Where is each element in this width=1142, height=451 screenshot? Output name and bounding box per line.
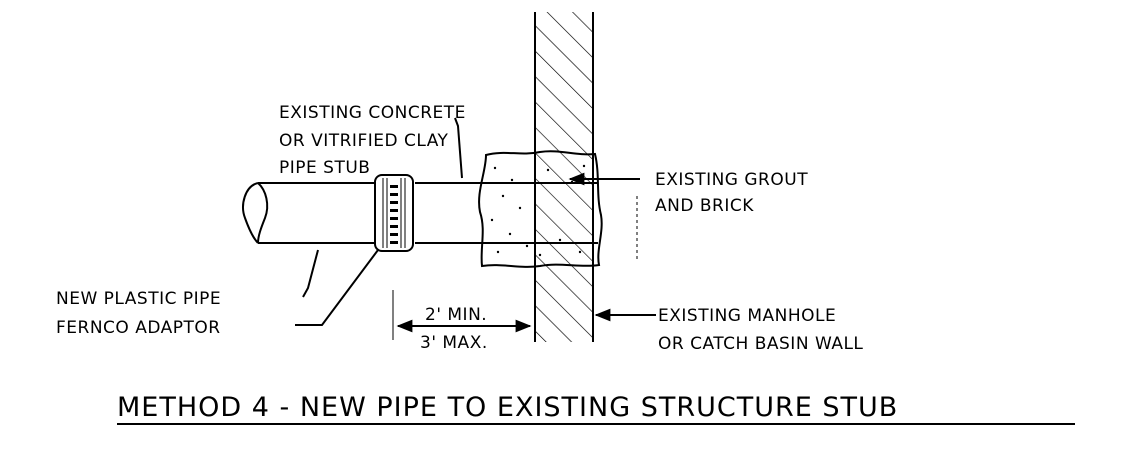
dimension-2-3-ft — [392, 290, 532, 340]
manhole-wall — [534, 12, 594, 342]
label-adaptor: FERNCO ADAPTOR — [56, 318, 221, 338]
label-new-pipe: NEW PLASTIC PIPE — [56, 289, 221, 309]
pipe-stub-leader — [454, 117, 463, 179]
grout-speckle — [490, 164, 586, 257]
label-grout-line2: AND BRICK — [655, 196, 754, 216]
label-manhole-line2: OR CATCH BASIN WALL — [658, 334, 863, 354]
new-plastic-pipe — [242, 182, 375, 244]
new-pipe-leader — [302, 249, 319, 298]
existing-pipe-stub — [415, 182, 598, 244]
label-max-dim: 3' MAX. — [420, 333, 488, 353]
diagram-title: METHOD 4 - NEW PIPE TO EXISTING STRUCTUR… — [117, 392, 898, 423]
label-manhole-line1: EXISTING MANHOLE — [658, 306, 836, 326]
adaptor-leader — [295, 249, 379, 326]
label-min-dim: 2' MIN. — [425, 305, 487, 325]
label-pipe-stub-line2: OR VITRIFIED CLAY — [279, 131, 449, 151]
label-pipe-stub-line1: EXISTING CONCRETE — [279, 103, 466, 123]
label-grout-line1: EXISTING GROUT — [655, 170, 808, 190]
label-pipe-stub-line3: PIPE STUB — [279, 158, 370, 178]
grout-and-brick — [478, 150, 603, 268]
fernco-adaptor — [374, 174, 414, 252]
